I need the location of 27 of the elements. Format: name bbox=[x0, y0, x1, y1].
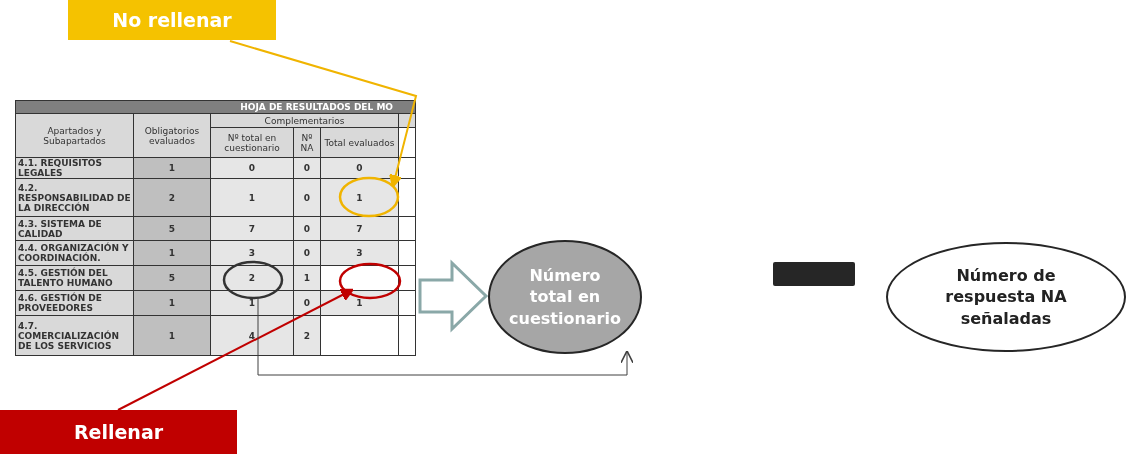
table-title: HOJA DE RESULTADOS DEL MO bbox=[15, 100, 416, 114]
header-cell: Obligatorios evaluados bbox=[133, 113, 211, 158]
row-heading-cell: 4.2. RESPONSABILIDAD DE LA DIRECCIÓN bbox=[15, 178, 134, 217]
highlight-circle bbox=[338, 262, 402, 300]
connector-arrow bbox=[257, 297, 634, 376]
header-cell: Total evaluados bbox=[320, 127, 399, 158]
table-cell: 1 bbox=[210, 178, 294, 217]
ellipse-node: Número de respuesta NA señaladas bbox=[886, 242, 1126, 352]
action-tag: Rellenar bbox=[0, 410, 237, 454]
header-cell: Nº total en cuestionario bbox=[210, 127, 294, 158]
row-heading-cell: 4.6. GESTIÓN DE PROVEEDORES bbox=[15, 290, 134, 316]
leader-arrow bbox=[117, 288, 354, 411]
highlight-circle bbox=[222, 260, 284, 300]
ellipse-node: Número total en cuestionario bbox=[488, 240, 642, 354]
row-heading-cell: 4.5. GESTIÓN DEL TALENTO HUMANO bbox=[15, 265, 134, 291]
minus-sign bbox=[773, 262, 855, 286]
block-arrow bbox=[418, 259, 489, 333]
row-heading-cell: 4.1. REQUISITOS LEGALES bbox=[15, 157, 134, 179]
leader-arrow bbox=[229, 40, 418, 188]
warning-tag: No rellenar bbox=[68, 0, 276, 40]
row-heading-cell: 4.3. SISTEMA DE CALIDAD bbox=[15, 216, 134, 241]
table-cell: 1 bbox=[133, 315, 211, 356]
table-cell: 2 bbox=[133, 178, 211, 217]
row-heading-cell: 4.7. COMERCIALIZACIÓN DE LOS SERVICIOS bbox=[15, 315, 134, 356]
highlight-circle bbox=[338, 176, 400, 218]
header-cell: Apartados y Subapartados bbox=[15, 113, 134, 158]
row-heading-cell: 4.4. ORGANIZACIÓN Y COORDINACIÓN. bbox=[15, 240, 134, 266]
